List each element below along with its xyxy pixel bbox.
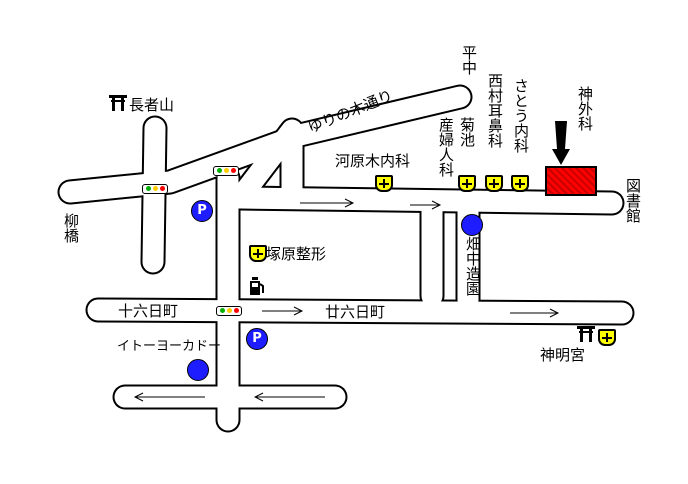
road-name-jurokunichi: 十六日町 bbox=[118, 302, 179, 320]
clinic-marker-icon bbox=[598, 329, 616, 346]
traffic-signal-icon bbox=[216, 306, 242, 316]
landmark-library: 図書館 bbox=[624, 178, 642, 223]
direction-arrow bbox=[262, 306, 304, 316]
clinic-label-tsukahara: 塚原整形 bbox=[266, 245, 327, 263]
parking-icon: P bbox=[191, 200, 213, 222]
gas-station-icon bbox=[250, 277, 264, 295]
clinic-label-nishimura: 西村耳鼻科 bbox=[486, 73, 504, 148]
direction-arrow bbox=[133, 392, 205, 402]
clinic-marker-icon bbox=[458, 175, 476, 192]
torii-icon bbox=[109, 95, 127, 111]
landmark-chojayama: 長者山 bbox=[129, 96, 175, 114]
direction-arrow bbox=[253, 392, 325, 402]
clinic-label-kawaharagi: 河原木内科 bbox=[335, 152, 411, 170]
clinic-label-hirachu: 平中 bbox=[460, 45, 478, 75]
direction-arrow bbox=[300, 198, 355, 208]
clinic-label-sanfujin: 産婦人科 bbox=[437, 117, 455, 177]
torii-icon bbox=[577, 326, 595, 342]
destination-arrow-icon bbox=[552, 121, 570, 165]
destination-building bbox=[545, 166, 597, 196]
destination-label: 神外科 bbox=[576, 86, 594, 131]
clinic-marker-icon bbox=[249, 245, 267, 262]
traffic-signal-icon bbox=[213, 166, 239, 176]
clinic-marker-icon bbox=[375, 175, 393, 192]
clinic-label-kikuchi: 菊池 bbox=[458, 117, 476, 147]
clinic-marker-icon bbox=[485, 175, 503, 192]
parking-icon: P bbox=[246, 328, 268, 350]
direction-arrow bbox=[410, 200, 442, 210]
direction-arrow bbox=[510, 308, 560, 318]
clinic-label-sato: さとう内科 bbox=[512, 78, 530, 153]
bus-stop-icon bbox=[187, 359, 209, 381]
landmark-shinmeigu: 神明宮 bbox=[540, 346, 586, 364]
bus-stop-icon bbox=[461, 214, 483, 236]
road-name-nijurokunichi: 廿六日町 bbox=[325, 303, 386, 321]
clinic-marker-icon bbox=[511, 175, 529, 192]
traffic-signal-icon bbox=[142, 184, 168, 194]
store-label-hatanaka: 畑中造園 bbox=[464, 236, 482, 296]
store-label-itoyokado: イトーヨーカドー bbox=[117, 339, 222, 354]
landmark-yanagibashi: 柳橋 bbox=[62, 213, 80, 243]
